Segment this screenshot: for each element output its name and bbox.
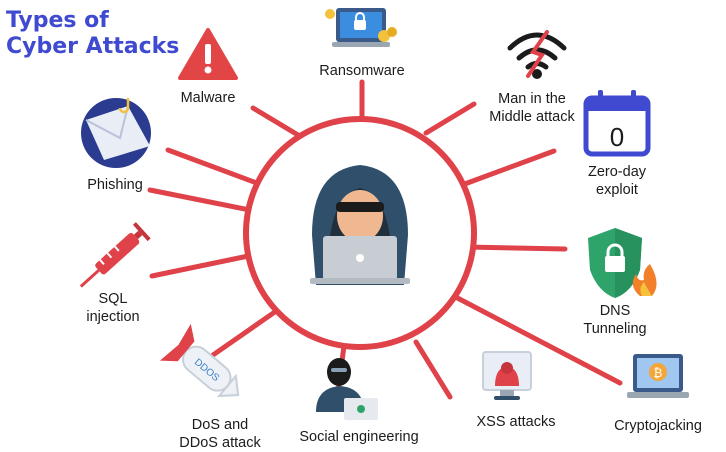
spokes	[147, 79, 623, 410]
label-social: Social engineering	[299, 429, 419, 445]
shield-lock-fire-icon	[588, 228, 657, 298]
label-zero-day: Zero-day exploit	[587, 164, 647, 198]
laptop-bitcoin-icon: ₿	[627, 354, 689, 398]
diagram-title: Types of Cyber Attacks	[6, 8, 179, 60]
masked-person-icon	[316, 358, 378, 420]
spoke-mitm	[423, 101, 477, 136]
label-phishing: Phishing	[87, 177, 143, 193]
label-malware: Malware	[180, 90, 236, 106]
hooked-envelope-icon	[81, 98, 151, 168]
spoke-xss	[413, 339, 453, 400]
spoke-phishing-upper	[165, 147, 265, 188]
label-sql: SQL injection	[86, 291, 140, 325]
spoke-sql	[149, 252, 256, 279]
label-crypto: Cryptojacking	[614, 418, 702, 434]
hacker-laptop-icon	[310, 165, 410, 285]
spoke-crypto	[443, 289, 623, 386]
label-dos: DoS and DDoS attack	[179, 417, 261, 451]
warning-icon	[178, 28, 238, 80]
title-line-2: Cyber Attacks	[6, 34, 180, 59]
label-dns: DNS Tunneling	[583, 303, 647, 337]
calendar-zero-digit: 0	[610, 122, 624, 152]
spoke-zero-day	[459, 148, 557, 188]
bitcoin-symbol: ₿	[654, 366, 663, 380]
label-ransomware: Ransomware	[319, 63, 405, 79]
calendar-zero-icon	[583, 90, 651, 157]
label-xss: XSS attacks	[476, 414, 556, 430]
spoke-phishing-lower	[147, 187, 258, 214]
monitor-hacker-icon	[482, 351, 532, 400]
syringe-icon	[79, 222, 151, 288]
broken-wifi-icon	[507, 30, 567, 79]
label-mitm: Man in the Middle attack	[489, 91, 575, 125]
title-line-1: Types of	[6, 8, 109, 33]
spoke-dns	[463, 244, 568, 252]
spoke-dos	[210, 304, 285, 358]
spoke-malware	[250, 105, 301, 138]
laptop-coins-icon	[325, 8, 397, 47]
